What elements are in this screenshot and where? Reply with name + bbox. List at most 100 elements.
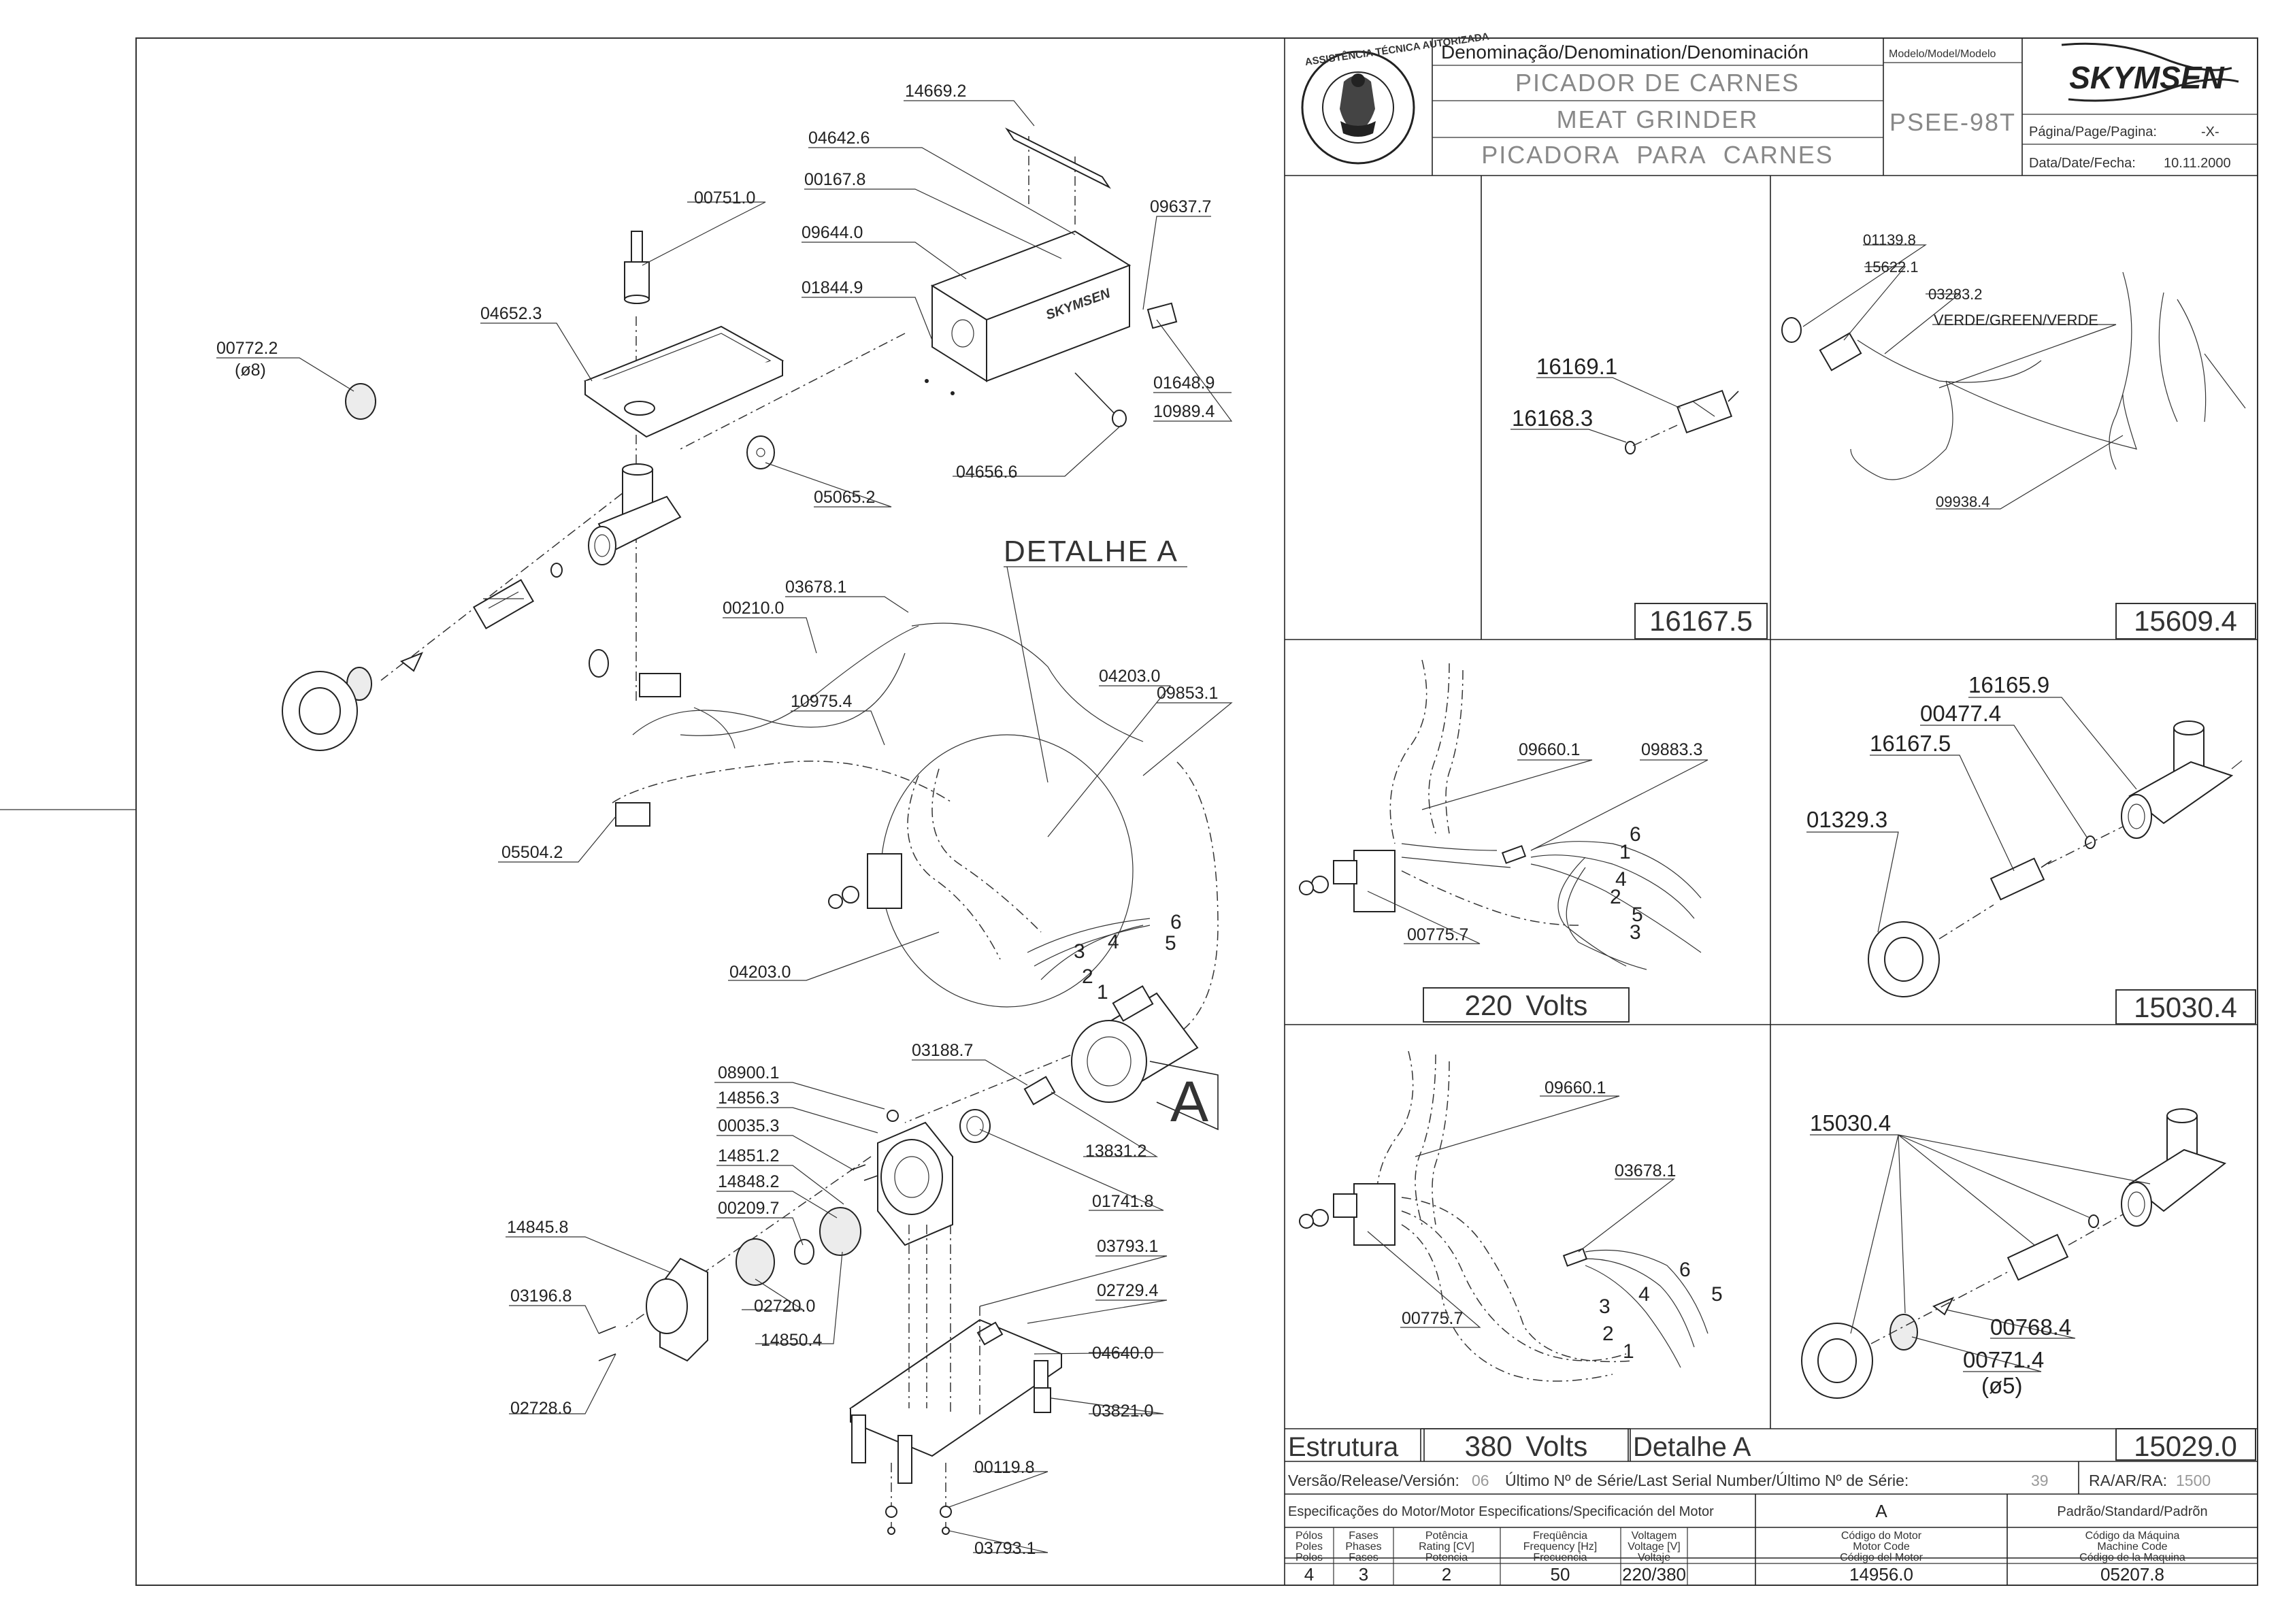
detail-a-callout [828,734,1151,1008]
part-label: 01329.3 [1806,807,1887,832]
svg-text:220/380: 220/380 [1622,1564,1686,1585]
svg-text:Machine Code: Machine Code [2097,1541,2167,1553]
part-label: 01648.9 [1153,374,1215,393]
svg-text:3: 3 [1359,1564,1368,1585]
svg-text:Polos: Polos [1295,1552,1323,1563]
panel-grinder-15029-0: 15030.4 00768.4 00771.4 (ø5) 15029.0 [1801,1108,2256,1462]
svg-text:Frecuencia: Frecuencia [1533,1552,1587,1563]
part-label: 14850.4 [761,1331,822,1350]
svg-text:Potência: Potência [1425,1530,1468,1542]
svg-text:5: 5 [1632,904,1643,926]
part-label: 10989.4 [1153,402,1215,421]
drawing-frame [135,37,2258,1586]
part-label: 14845.8 [507,1218,568,1237]
gear-02720-0 [736,1238,775,1286]
panel-code: 16167.5 [1649,605,1753,637]
svg-text:2: 2 [1442,1564,1451,1585]
part-label: 05504.2 [501,843,563,862]
svg-text:3: 3 [1599,1295,1611,1318]
part-label: 10975.4 [791,692,852,711]
date-label: Data/Date/Fecha: [2029,156,2136,171]
serial-label: Último Nº de Série/Last Serial Number/Úl… [1505,1472,1909,1489]
part-label: 04640.0 [1092,1344,1153,1363]
svg-text:2: 2 [1610,886,1621,908]
svg-text:5: 5 [1165,932,1176,955]
detail-a-title: DETALHE A [1004,535,1178,568]
label-05504-2 [615,802,650,827]
structure-caption: Estrutura [1288,1432,1399,1462]
foot-03821-0 [1034,1387,1051,1413]
svg-text:Voltage [V]: Voltage [V] [1628,1541,1680,1553]
part-label: 16168.3 [1512,405,1593,431]
part-label: 14851.2 [718,1146,779,1165]
product-name-pt: PICADOR DE CARNES [1515,69,1800,97]
part-label: VERDE/GREEN/VERDE [1934,312,2098,329]
part-label: 09644.0 [802,223,863,242]
part-label: 00775.7 [1407,925,1468,944]
detail-a-arrow [1149,1061,1219,1131]
svg-text:5: 5 [1711,1283,1723,1306]
spec-headers: Pólos Poles Polos Fases Phases Fases Pot… [1295,1530,2185,1563]
svg-text:Potencia: Potencia [1425,1552,1468,1563]
svg-text:Rating [CV]: Rating [CV] [1419,1541,1474,1553]
part-label: 08900.1 [718,1063,779,1082]
spec-values: 4 3 2 50 220/380 14956.0 05207.8 [1304,1564,2164,1585]
standard-header: Padrão/Standard/Padrõn [2057,1504,2207,1519]
svg-text:14956.0: 14956.0 [1849,1564,1913,1585]
part-label: 04652.3 [480,304,542,323]
svg-text:6: 6 [1170,911,1182,933]
page-label: Página/Page/Pagina: [2029,125,2157,139]
model-header: Modelo/Model/Modelo [1889,48,1996,60]
voltage-caption: 380 Volts [1465,1430,1588,1462]
model-value: PSEE-98T [1889,108,2016,136]
svg-text:Código do Motor: Código do Motor [1841,1530,1922,1542]
part-label: 00167.8 [804,170,865,189]
detail-caption: Detalhe A [1633,1432,1751,1462]
part-label: 13831.2 [1085,1142,1146,1161]
part-label: 03283.2 [1928,286,1983,303]
wire-numbers-220: 6 1 4 2 5 3 [1610,823,1643,944]
label-plate-09637-7 [1146,302,1178,329]
voltage-caption: 220 Volts [1465,989,1588,1021]
part-label: 03678.1 [785,578,846,597]
part-label: 03188.7 [912,1041,973,1060]
svg-text:2: 2 [1602,1323,1614,1345]
part-label: 03196.8 [510,1287,572,1306]
part-label: 02728.6 [510,1399,572,1418]
panel-380-volts: 09660.1 03678.1 00775.7 6 4 5 3 2 1 Estr… [1288,1050,1751,1462]
part-label: 15622.1 [1864,259,1919,276]
part-label: 15030.4 [1810,1110,1891,1136]
svg-text:50: 50 [1551,1564,1570,1585]
part-label: 00119.8 [974,1458,1035,1477]
part-label: 16165.9 [1968,672,2049,697]
wiring-assembly [589,623,1219,1035]
screw-10989-4 [1074,372,1117,416]
svg-text:4: 4 [1108,931,1119,953]
part-label: 03678.1 [1615,1161,1676,1180]
part-label: 02720.0 [754,1297,815,1316]
svg-text:1: 1 [1619,841,1631,863]
ra-value: 1500 [2176,1472,2211,1489]
motor-spec-label: Especificações do Motor/Motor Especifica… [1288,1504,1714,1519]
part-label: 00772.2 [216,339,278,358]
part-label: 09660.1 [1545,1078,1606,1097]
panel-wiring-15609-4: 01139.8 15622.1 03283.2 VERDE/GREEN/VERD… [1781,231,2256,640]
svg-text:Poles: Poles [1295,1541,1323,1553]
detail-a-letter: A [1170,1070,1208,1133]
panel-worm-16167-5: 16169.1 16168.3 16167.5 [1510,354,1768,640]
svg-text:3: 3 [1074,940,1085,963]
svg-text:1: 1 [1097,981,1108,1004]
plate-00772-2 [345,383,376,420]
svg-text:3: 3 [1630,921,1641,944]
panel-code: 15030.4 [2134,991,2237,1023]
part-label: 16169.1 [1536,354,1617,379]
svg-text:2: 2 [1082,965,1093,988]
gearbox-housing-14856-3 [877,1121,953,1246]
svg-text:Freqüência: Freqüência [1533,1530,1587,1542]
pusher-00751-0 [624,231,650,304]
grinder-body [588,463,682,565]
part-label: 00751.0 [694,188,755,208]
part-label: 04203.0 [1099,667,1160,686]
svg-text:Motor Code: Motor Code [1853,1541,1910,1553]
